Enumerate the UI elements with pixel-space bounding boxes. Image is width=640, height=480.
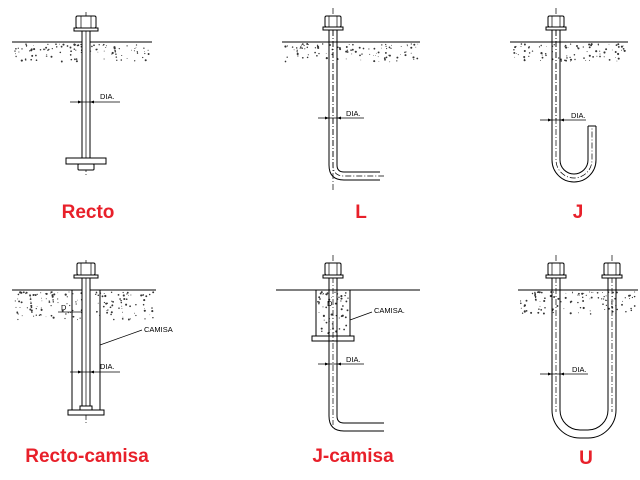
dia-label: DIA. <box>572 365 587 374</box>
sleeve-leader <box>99 329 143 346</box>
d-label: D <box>61 303 67 312</box>
title-j-camisa: J-camisa <box>312 446 394 467</box>
dia-label: DIA. <box>571 111 586 120</box>
recto-bolt-figure: DIA. <box>12 12 152 175</box>
l-bolt-figure: DIA. <box>282 8 420 192</box>
dia-label: DIA. <box>346 109 361 118</box>
soil-texture <box>513 43 626 63</box>
recto-camisa-bolt-figure: D CAMISA DIA. <box>12 260 173 425</box>
title-recto: Recto <box>61 202 115 223</box>
title-recto-camisa: Recto-camisa <box>25 446 149 467</box>
washer <box>73 27 99 32</box>
bottom-nut <box>77 163 95 171</box>
dia-label: DIA. <box>100 92 115 101</box>
dia-label: DIA. <box>346 355 361 364</box>
hex-nut <box>75 15 97 29</box>
base-plate <box>65 157 107 165</box>
j-camisa-bolt-figure: D CAMISA. DIA. <box>276 255 420 432</box>
d-label: D <box>327 299 333 308</box>
j-bolt-figure: DIA. <box>510 8 628 183</box>
title-u: U <box>579 448 593 469</box>
soil-texture <box>284 43 419 63</box>
u-bolt-figure: DIA. <box>518 255 638 439</box>
soil-texture <box>520 291 636 315</box>
sleeve-label: CAMISA <box>144 325 173 334</box>
dia-label: DIA. <box>100 362 115 371</box>
sleeve-label: CAMISA. <box>374 306 405 315</box>
soil-texture <box>317 291 349 335</box>
title-j: J <box>572 202 584 223</box>
title-l: L <box>355 202 367 223</box>
